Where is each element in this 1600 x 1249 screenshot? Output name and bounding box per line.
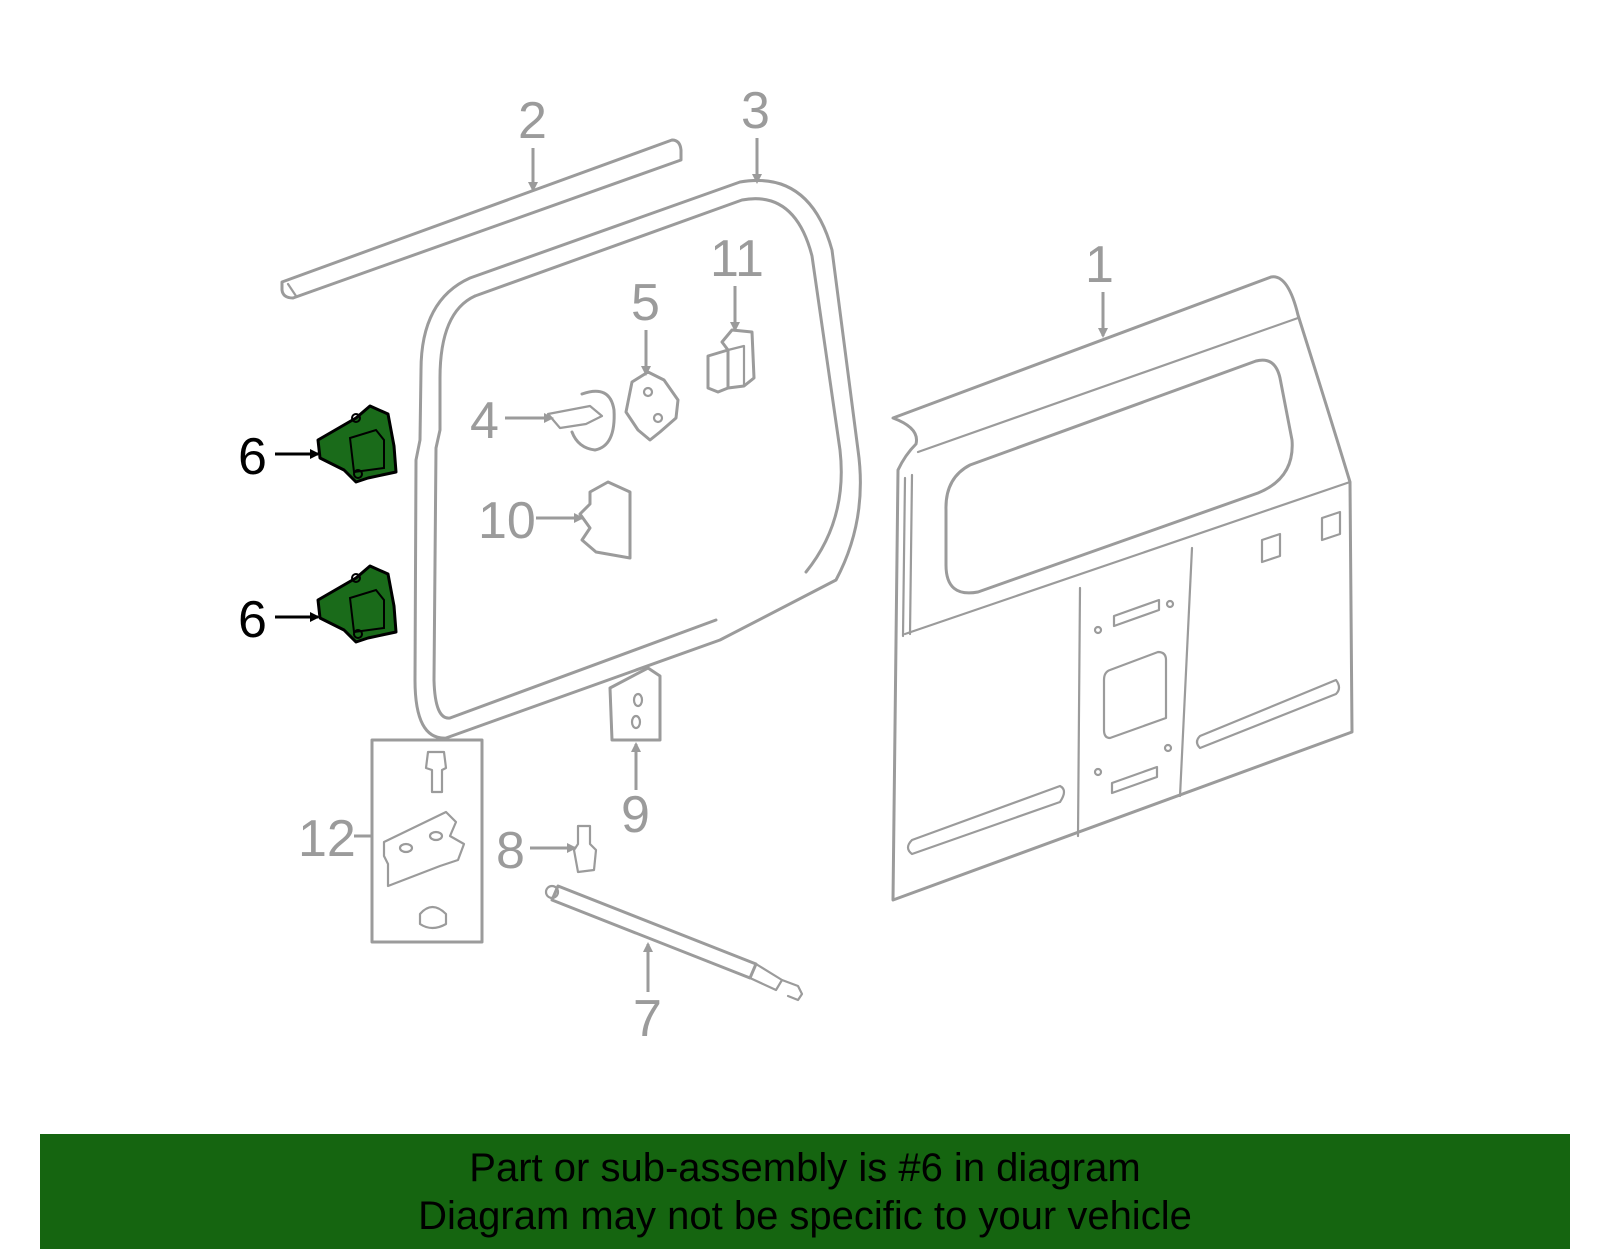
callout-1: 1 bbox=[1085, 236, 1114, 294]
part-3-door-seal bbox=[413, 179, 862, 740]
part-4-latch bbox=[546, 389, 616, 452]
banner-line-part: Part or sub-assembly is #6 in diagram bbox=[469, 1145, 1141, 1190]
callout-10: 10 bbox=[478, 492, 536, 550]
part-12-hardware-kit bbox=[370, 738, 484, 944]
callout-12: 12 bbox=[298, 810, 356, 868]
part-8-bolt bbox=[572, 824, 598, 874]
part-9-plate bbox=[608, 666, 662, 742]
banner-background bbox=[40, 1134, 1570, 1249]
callout-5: 5 bbox=[631, 274, 660, 332]
part-6-hinge-upper bbox=[316, 404, 398, 484]
info-banner: Part or sub-assembly is #6 in diagram Di… bbox=[40, 1134, 1570, 1249]
part-10-bracket bbox=[578, 480, 632, 560]
callout-8: 8 bbox=[496, 822, 525, 880]
part-2-weatherstrip bbox=[280, 138, 683, 300]
part-7-gas-strut bbox=[544, 884, 804, 1002]
callout-7: 7 bbox=[633, 990, 662, 1048]
part-5-striker-plate bbox=[624, 370, 680, 442]
callout-6-upper: 6 bbox=[238, 428, 267, 486]
callout-2: 2 bbox=[518, 92, 547, 150]
part-6-hinge-lower bbox=[316, 564, 398, 644]
callout-6-lower: 6 bbox=[238, 591, 267, 649]
callout-9: 9 bbox=[621, 786, 650, 844]
part-1-tailgate bbox=[891, 275, 1354, 902]
part-11-connector bbox=[706, 328, 756, 394]
callout-4: 4 bbox=[470, 392, 499, 450]
callout-3: 3 bbox=[741, 82, 770, 140]
callout-11: 11 bbox=[710, 230, 764, 288]
banner-line-disclaimer: Diagram may not be specific to your vehi… bbox=[418, 1193, 1192, 1238]
